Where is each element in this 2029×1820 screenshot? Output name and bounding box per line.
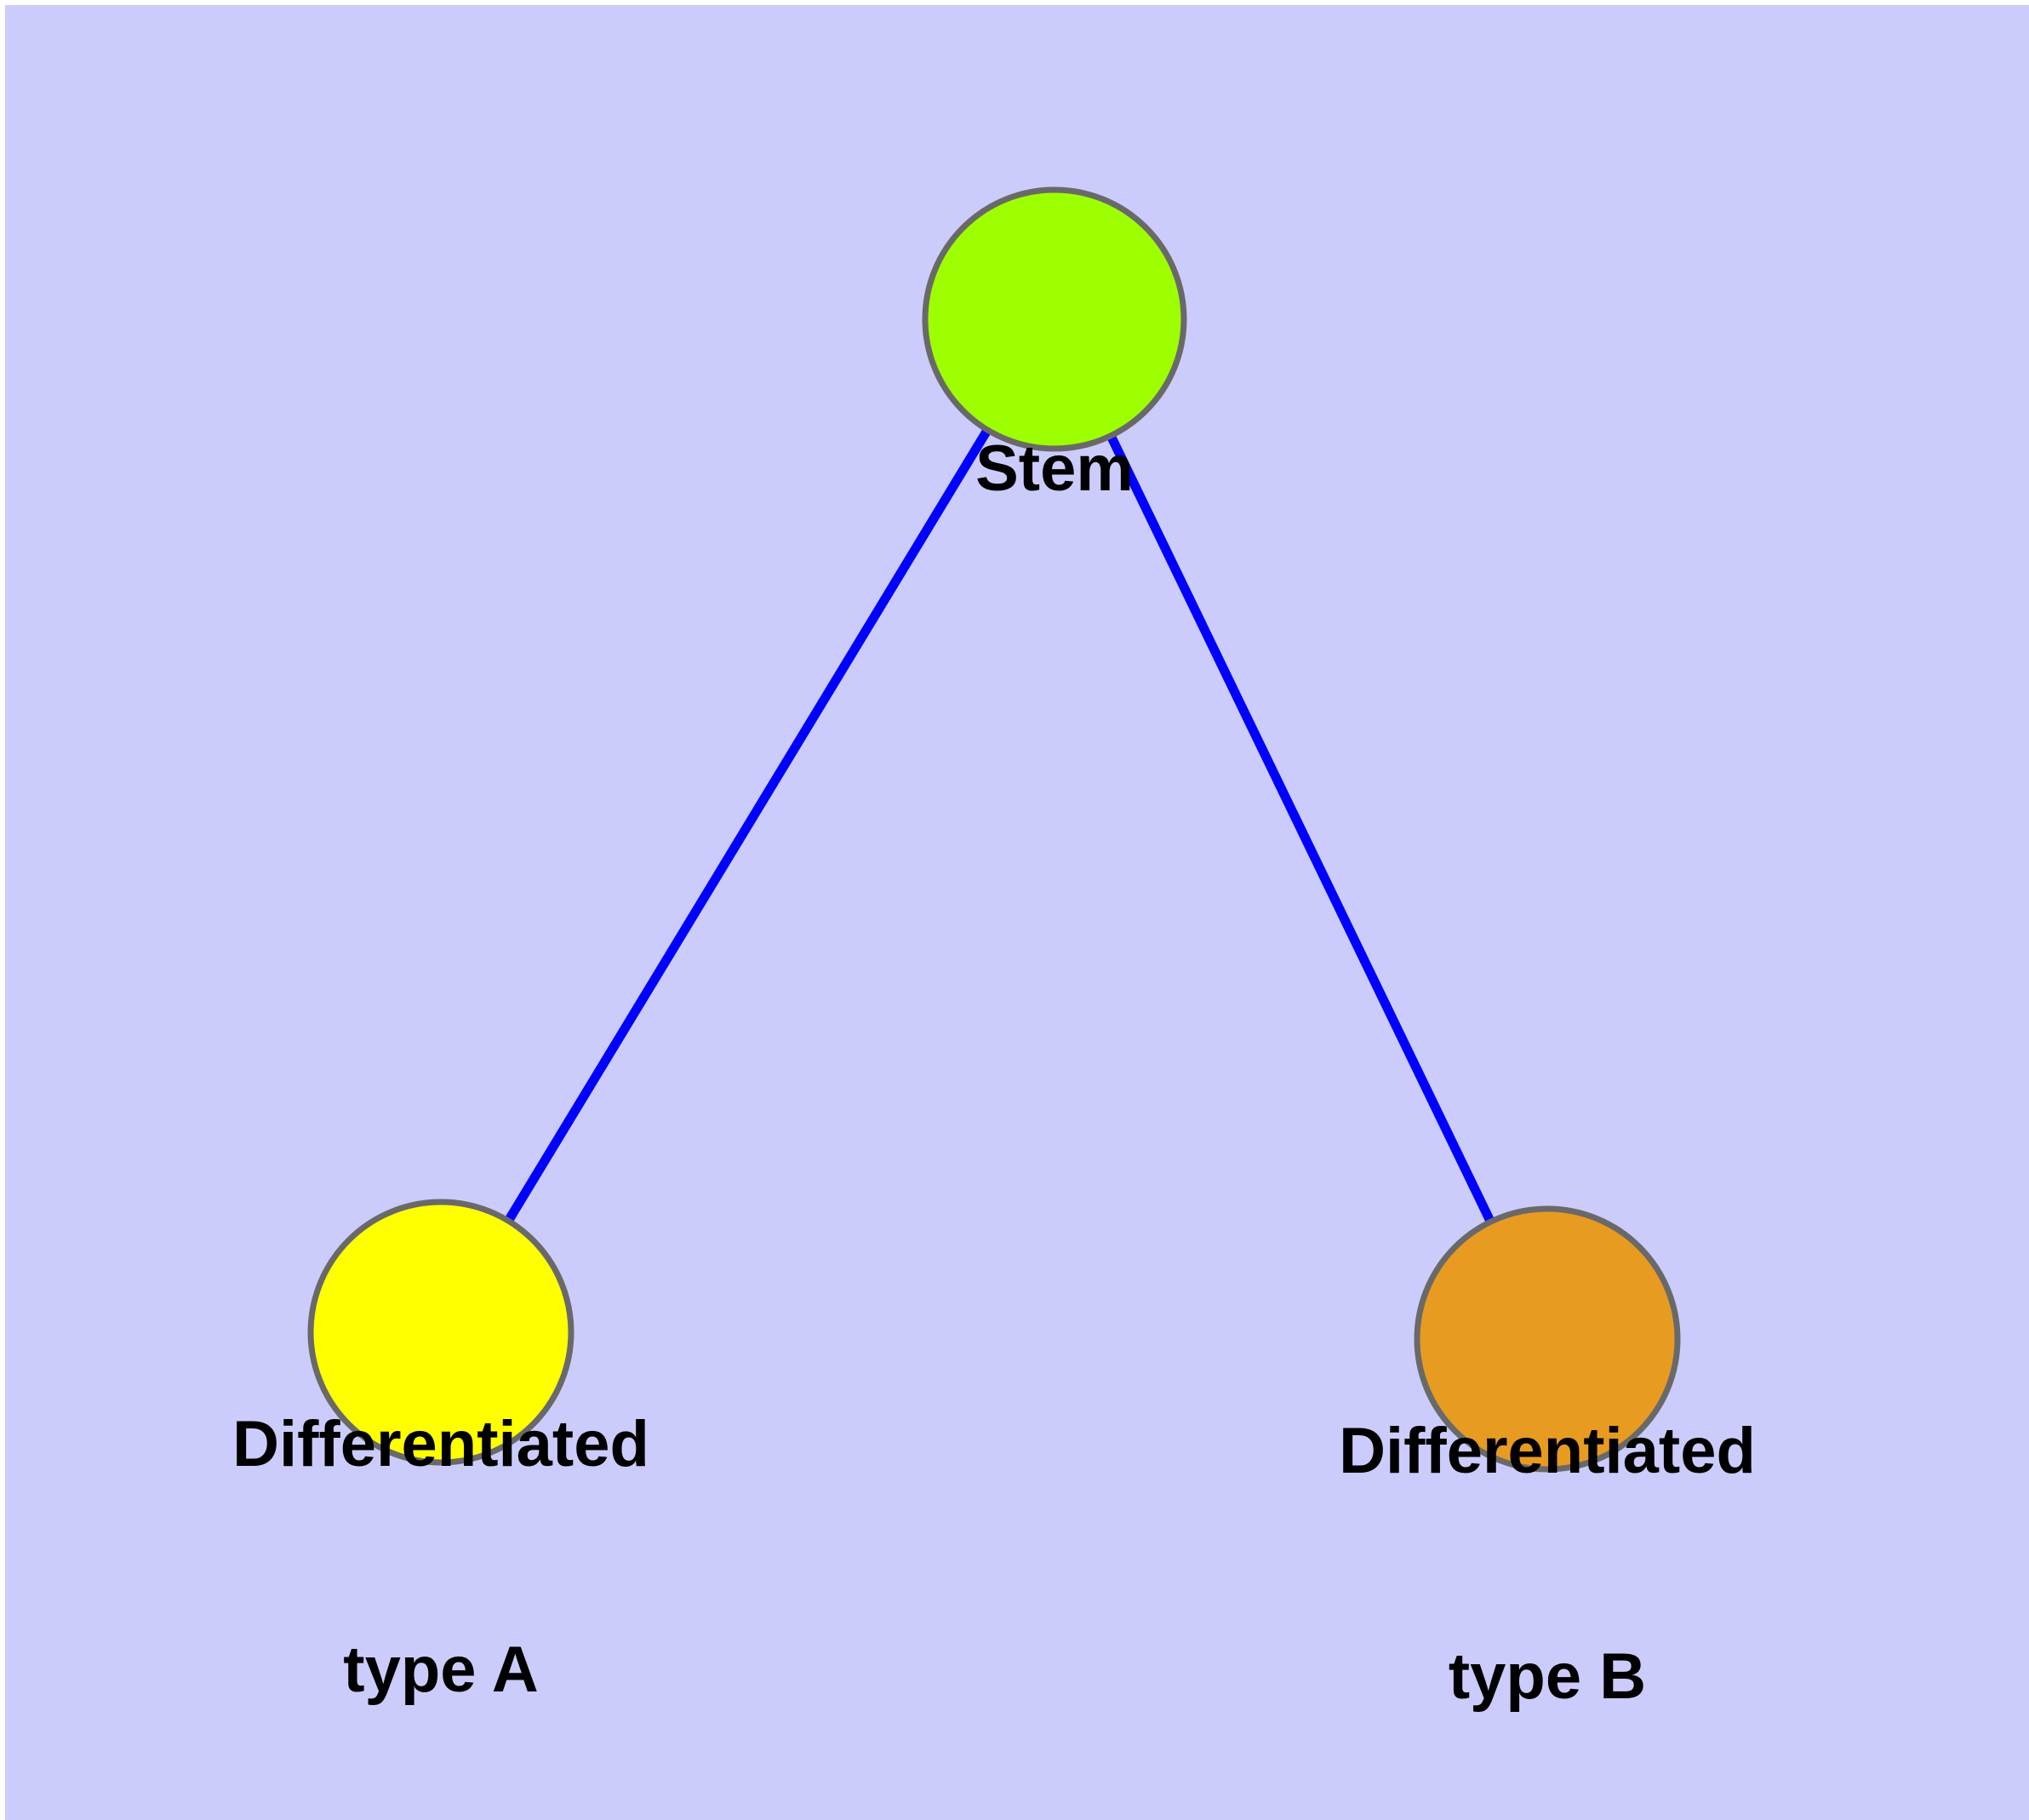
node-layer <box>307 186 1681 1473</box>
edge-stem-to-type-a[interactable] <box>504 427 992 1223</box>
edge-stem-to-type-b[interactable] <box>1106 433 1495 1224</box>
node-stem[interactable] <box>922 186 1187 452</box>
node-differentiated-type-b[interactable] <box>1414 1205 1681 1473</box>
edge-layer <box>504 427 1495 1224</box>
node-differentiated-type-a[interactable] <box>307 1199 574 1466</box>
